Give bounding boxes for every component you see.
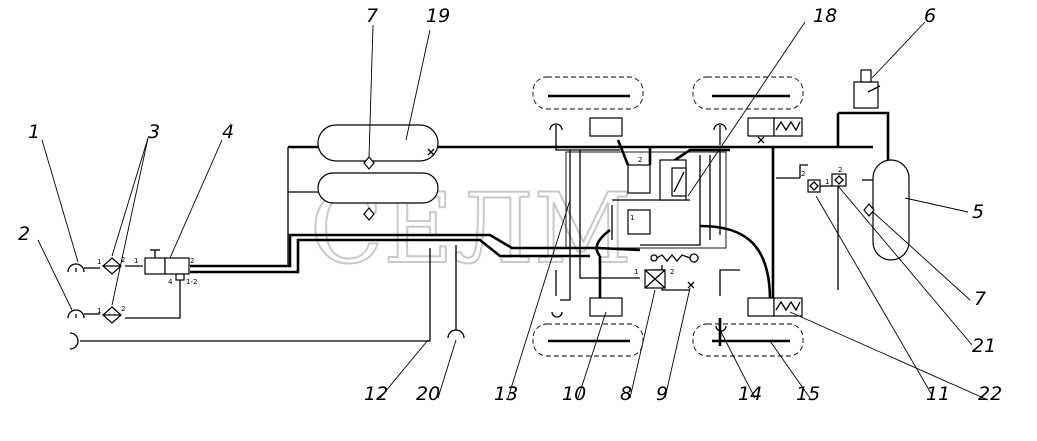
callout-22: 22 [978,383,1002,405]
fittings [427,136,765,289]
svg-text:2: 2 [121,305,125,313]
leader-lines [37,21,989,401]
air-receiver-5 [872,159,910,261]
drain-valve-7-b [863,203,875,217]
line-filter-3-upper: 1 2 [97,256,125,275]
callout-18: 18 [813,5,837,27]
svg-text:1: 1 [97,307,101,315]
svg-text:1: 1 [825,178,829,186]
callout-13: 13 [494,383,518,405]
callout-8: 8 [620,383,632,405]
spring-brake-chamber-front-right [747,117,803,137]
callout-14: 14 [738,383,762,405]
callout-6: 6 [924,5,936,27]
callout-12: 12 [364,383,388,405]
drain-valve-7-a [363,156,375,221]
pressure-limiter [650,253,699,263]
svg-text:1: 1 [630,214,634,222]
callout-labels: 1 2 3 4 7 19 18 6 5 7 21 11 22 12 20 13 … [18,5,1002,405]
svg-text:2: 2 [838,166,842,174]
callout-7-top: 7 [366,5,378,27]
callout-5: 5 [972,201,984,223]
wheel-front-left [532,76,644,110]
svg-text:2: 2 [670,268,674,276]
coupling-head-left [69,332,79,350]
callout-4: 4 [222,121,234,143]
callout-2: 2 [18,223,30,245]
svg-text:1: 1 [134,257,138,265]
air-receiver-19-upper [317,124,439,162]
callout-20: 20 [416,383,440,405]
callout-11: 11 [926,383,950,405]
slack-adjusters [549,123,727,346]
callout-7-right: 7 [974,288,986,310]
brake-chamber-front-left [589,117,623,137]
valve-11: 2 1 [801,170,829,193]
air-receiver-19-lower [317,172,439,204]
svg-text:2: 2 [638,156,642,164]
svg-text:1: 1 [634,268,638,276]
svg-text:1-2: 1-2 [186,278,197,286]
callout-19: 19 [426,5,450,27]
svg-text:1: 1 [97,258,101,266]
svg-text:2: 2 [190,257,194,265]
valve-21: 2 [831,166,847,187]
line-filter-3-lower: 1 2 [97,305,125,324]
coupling-head-2 [67,309,100,319]
valve-8: 1 2 [634,268,674,289]
valve-4: 1 2 4 1-2 [134,249,197,286]
coupling-head-20 [447,329,465,339]
svg-text:2: 2 [801,170,805,178]
pipelines [80,111,890,342]
brake-chamber-10 [589,297,623,317]
brake-valve-block: 2 1 [565,151,727,249]
callout-15: 15 [796,383,820,405]
callout-9: 9 [656,383,668,405]
wheel-rear-left [532,323,644,357]
svg-text:4: 4 [168,278,173,286]
callout-1: 1 [28,121,40,143]
callout-21: 21 [972,335,996,357]
wheel-front-right [692,76,804,110]
wheel-rear-right-15 [692,323,804,357]
coupling-head-1 [67,263,100,273]
callout-10: 10 [562,383,586,405]
spring-brake-chamber-22 [747,297,803,317]
svg-text:2: 2 [121,256,125,264]
callout-3: 3 [148,121,160,143]
switch-6 [853,69,881,109]
